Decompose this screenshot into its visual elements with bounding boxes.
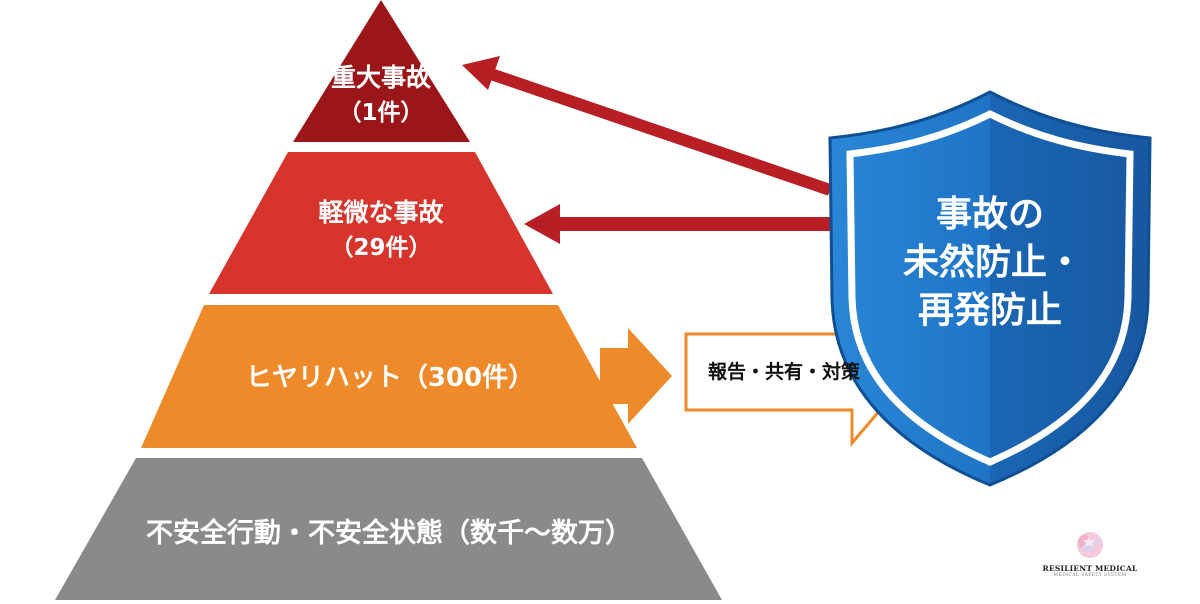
near-miss-arrow — [600, 328, 672, 424]
arrow-to-serious — [462, 56, 832, 196]
logo-title: RESILIENT MEDICAL — [1042, 564, 1138, 573]
tier-serious — [293, 0, 470, 142]
shield — [828, 90, 1152, 487]
tier-near-miss-label: ヒヤリハット（300件） — [246, 363, 534, 393]
tier-minor — [209, 152, 553, 294]
tier-unsafe — [55, 458, 722, 600]
tier-unsafe-label: 不安全行動・不安全状態（数千〜数万） — [146, 517, 632, 549]
logo-mark-icon — [1077, 532, 1103, 558]
shield-line-2: 未然防止・ — [903, 241, 1083, 283]
brand-logo: RESILIENT MEDICAL MEDICAL SAFETY SYSTEM — [1040, 530, 1140, 596]
shield-line-1: 事故の — [936, 194, 1044, 235]
tier-minor-line-1: 軽微な事故 — [318, 198, 444, 227]
tier-serious-line-2: （1件） — [338, 99, 423, 126]
shield-line-3: 再発防止 — [918, 290, 1062, 331]
shield-inner-rim — [846, 110, 1134, 466]
tier-serious-line-1: 重大事故 — [331, 63, 432, 92]
report-arrow-label: 報告・共有・対策 — [708, 360, 861, 383]
logo-subtitle: MEDICAL SAFETY SYSTEM — [1053, 573, 1127, 578]
tier-minor-line-2: （29件） — [330, 234, 431, 261]
shield-outer — [828, 90, 1152, 487]
arrow-to-minor — [524, 204, 842, 244]
tier-near-miss — [141, 305, 637, 448]
